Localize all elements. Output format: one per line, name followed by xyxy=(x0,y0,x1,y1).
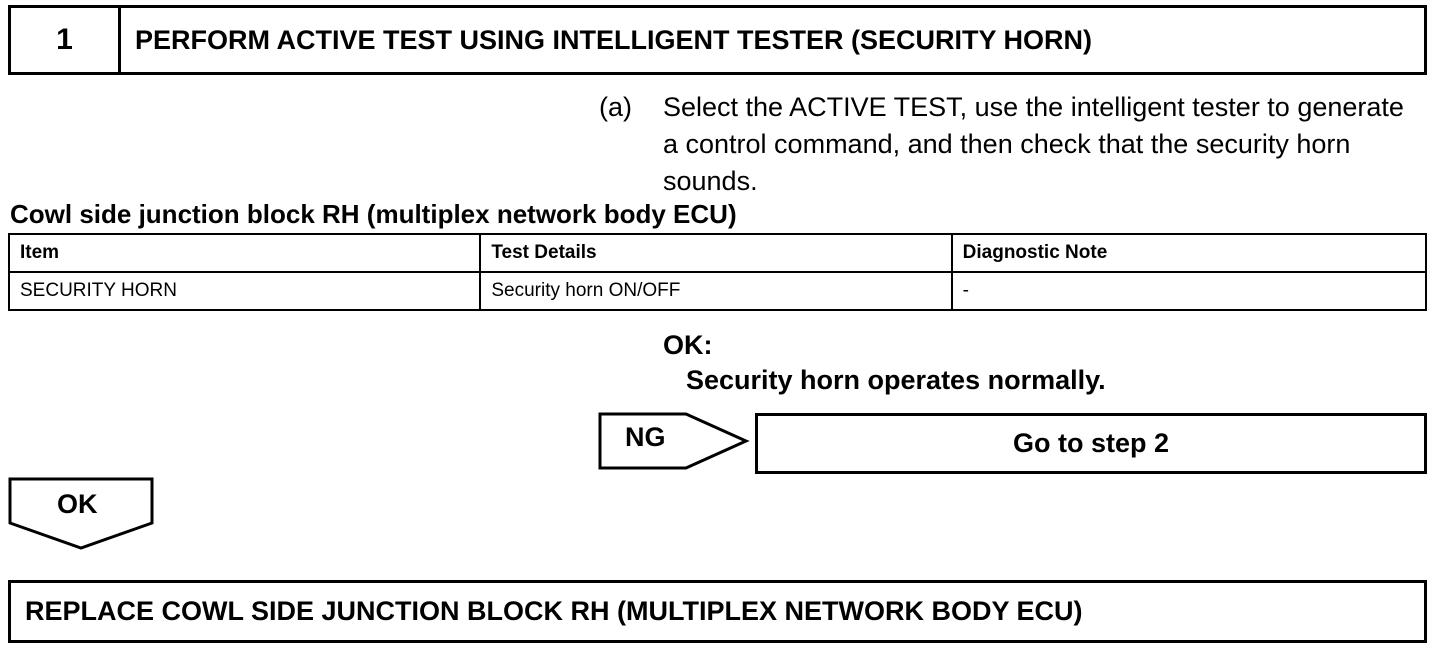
column-header-test-details: Test Details xyxy=(479,233,953,273)
go-to-step-box[interactable]: Go to step 2 xyxy=(755,413,1427,474)
ok-down-arrow-icon xyxy=(8,477,154,550)
instruction-letter: (a) xyxy=(599,92,632,122)
ok-label: OK xyxy=(57,489,98,519)
step-header: 1 PERFORM ACTIVE TEST USING INTELLIGENT … xyxy=(8,5,1427,75)
step-title: PERFORM ACTIVE TEST USING INTELLIGENT TE… xyxy=(135,24,1093,55)
ok-criteria-label: OK: xyxy=(663,330,713,360)
column-header-item: Item xyxy=(7,233,482,273)
active-test-table: Item Test Details Diagnostic Note SECURI… xyxy=(7,233,1428,311)
cell-diagnostic-note: - xyxy=(950,271,1428,311)
step-number: 1 xyxy=(11,8,121,72)
ok-criteria-text: Security horn operates normally. xyxy=(686,365,1106,395)
cell-item: SECURITY HORN xyxy=(7,271,482,311)
ng-arrow-icon xyxy=(598,412,750,470)
table-header-row: Item Test Details Diagnostic Note xyxy=(7,233,1428,273)
cell-test-details: Security horn ON/OFF xyxy=(479,271,953,311)
replace-action-box: REPLACE COWL SIDE JUNCTION BLOCK RH (MUL… xyxy=(8,580,1427,643)
table-row: SECURITY HORN Security horn ON/OFF - xyxy=(7,271,1428,311)
instruction-text: Select the ACTIVE TEST, use the intellig… xyxy=(663,92,1404,196)
ng-label: NG xyxy=(625,422,666,452)
table-caption: Cowl side junction block RH (multiplex n… xyxy=(10,199,737,229)
column-header-diagnostic-note: Diagnostic Note xyxy=(950,233,1428,273)
